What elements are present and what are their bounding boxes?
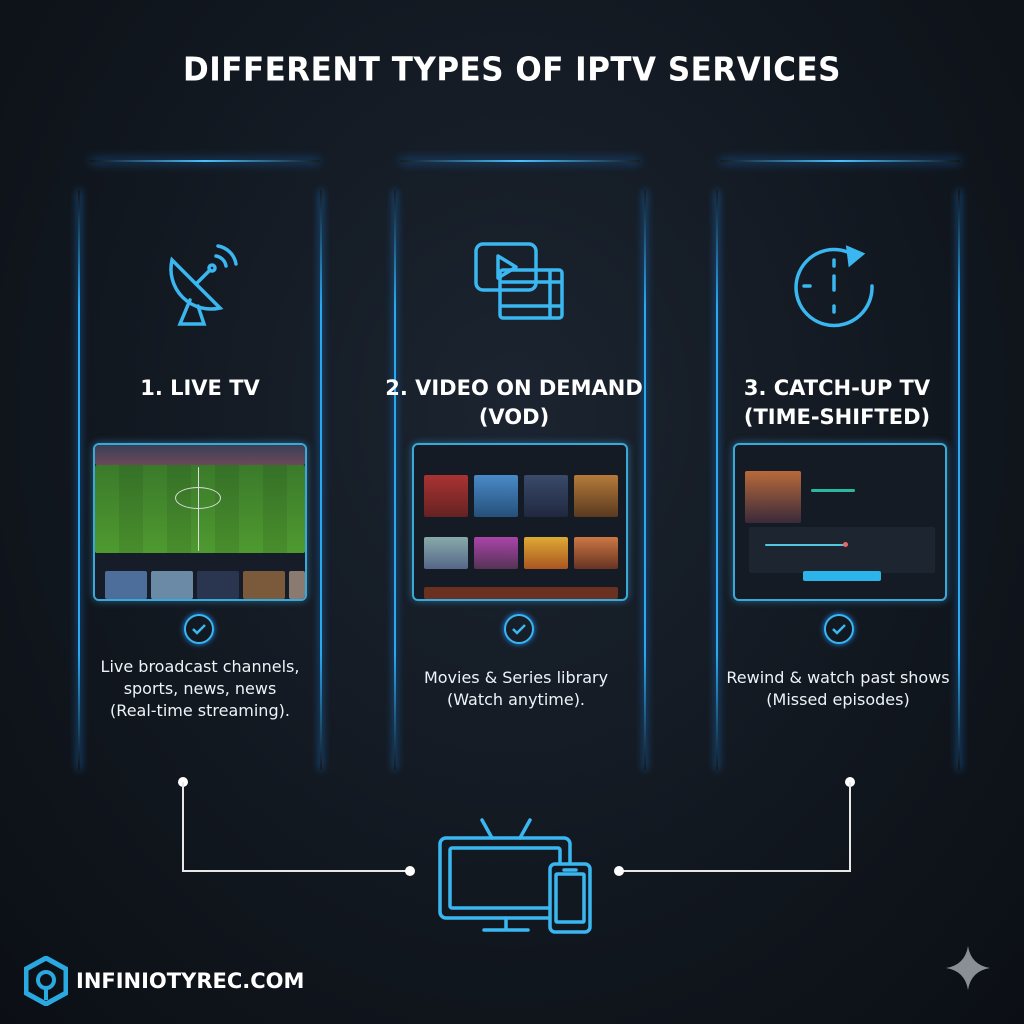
description-line: sports, news, news: [123, 679, 277, 698]
panel-border: [644, 190, 646, 770]
brand-logo: INFINIOTYREC.COM: [24, 956, 304, 1006]
title-line: 2. VIDEO ON DEMAND: [385, 376, 643, 400]
clock-rewind-icon: [794, 245, 874, 328]
panel-border: [716, 190, 718, 770]
service-title: 2. VIDEO ON DEMAND (VOD): [374, 374, 654, 432]
vod-screenshot: [412, 443, 628, 601]
description-line: Movies & Series library: [423, 668, 609, 687]
subtitle-line: (TIME-SHIFTED): [743, 405, 931, 429]
title-line: 3. CATCH-UP TV: [743, 376, 931, 400]
connector-line: [849, 782, 851, 872]
description-line: (Missed episodes): [766, 690, 910, 709]
description-line: Live broadcast channels,: [100, 657, 300, 676]
subtitle-line: (VOD): [478, 405, 550, 429]
connector-dot: [405, 866, 415, 876]
glow-divider: [400, 160, 640, 162]
description-line: (Real-time streaming).: [110, 701, 290, 720]
tv-and-phone-icon: [438, 818, 592, 934]
panel-border: [958, 190, 960, 770]
brand-name: INFINIOTYREC.COM: [76, 969, 305, 993]
connector-line: [182, 782, 184, 872]
service-title: 3. CATCH-UP TV (TIME-SHIFTED): [697, 374, 977, 432]
description-line: Rewind & watch past shows: [726, 668, 950, 687]
glow-divider: [90, 160, 320, 162]
video-play-icon: [474, 242, 564, 320]
connector-line: [182, 870, 410, 872]
satellite-dish-icon: [169, 244, 238, 326]
description-line: (Watch anytime).: [446, 690, 586, 709]
live-tv-screenshot: [93, 443, 307, 601]
service-description: Live broadcast channels, sports, news, n…: [70, 656, 330, 722]
hexagon-logo-icon: [24, 956, 68, 1006]
sparkle-icon: [946, 946, 990, 990]
connector-line: [620, 870, 850, 872]
panel-border: [320, 190, 322, 770]
panel-border: [78, 190, 80, 770]
check-icon: [824, 614, 854, 644]
connector-dot: [614, 866, 624, 876]
check-icon: [504, 614, 534, 644]
service-title: 1. LIVE TV: [140, 376, 260, 400]
catch-up-screenshot: [733, 443, 947, 601]
service-description: Movies & Series library (Watch anytime).: [386, 667, 646, 711]
page-title: DIFFERENT TYPES OF IPTV SERVICES: [183, 51, 841, 89]
glow-divider: [720, 160, 960, 162]
panel-border: [394, 190, 396, 770]
service-description: Rewind & watch past shows (Missed episod…: [708, 667, 968, 711]
check-icon: [184, 614, 214, 644]
